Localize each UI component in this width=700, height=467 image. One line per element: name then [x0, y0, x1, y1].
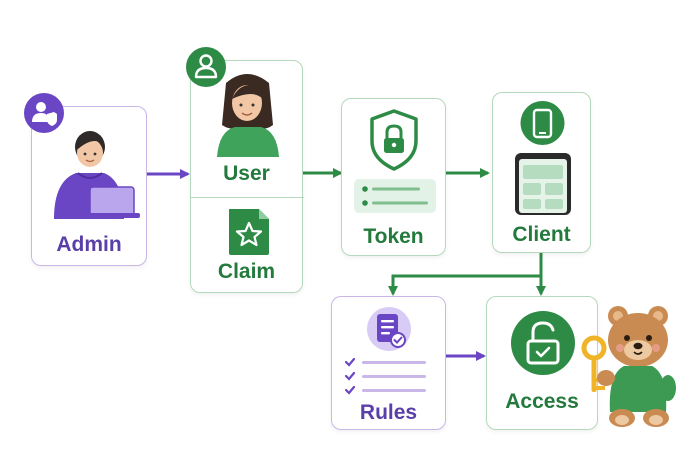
rules-card: Rules: [331, 296, 446, 430]
document-star-icon: [229, 209, 269, 255]
rules-checklist: [344, 357, 426, 395]
client-label: Client: [512, 223, 571, 246]
admin-label: Admin: [56, 233, 122, 256]
access-card: Access: [486, 296, 598, 430]
shield-lock-icon: [370, 109, 418, 171]
claim-label: Claim: [217, 260, 276, 283]
token-label: Token: [363, 225, 424, 248]
rules-label: Rules: [359, 401, 418, 424]
token-details-panel: [354, 179, 436, 213]
user-shield-icon: [24, 93, 64, 133]
admin-card: Admin: [31, 106, 147, 266]
user-illustration: [217, 74, 279, 157]
access-label: Access: [505, 390, 579, 413]
unlocked-padlock-icon: [511, 311, 575, 375]
user-claim-divider: [191, 197, 304, 198]
user-claim-card: User Claim: [190, 60, 304, 293]
token-card: Token: [341, 98, 446, 256]
arrow-client-to-rules: [388, 253, 543, 296]
admin-illustration: [54, 131, 140, 219]
document-check-icon: [367, 307, 411, 351]
client-card: Client: [492, 92, 591, 253]
user-icon: [186, 47, 226, 87]
smartphone-icon: [520, 101, 565, 145]
user-label: User: [223, 162, 270, 185]
client-app-screen: [515, 153, 571, 215]
teddy-bear-mascot: [581, 306, 676, 427]
